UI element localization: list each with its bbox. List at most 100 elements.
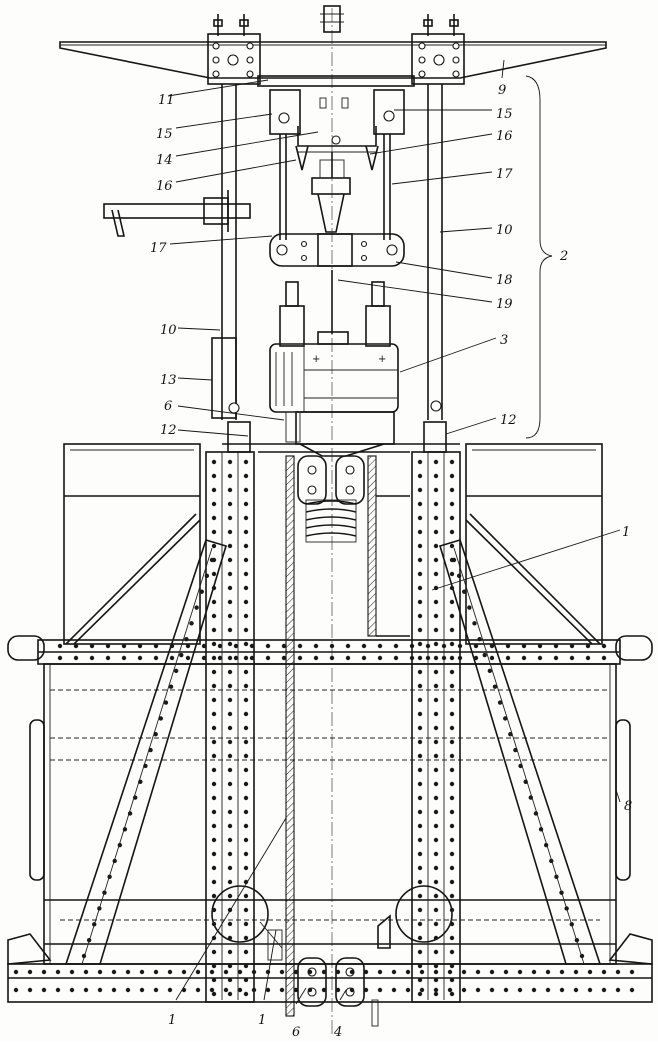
rivet — [211, 669, 217, 675]
rivet — [601, 643, 607, 649]
rivet — [585, 643, 591, 649]
rivet — [433, 557, 439, 563]
rivet — [433, 781, 439, 787]
rivet — [329, 643, 335, 649]
rivet — [211, 655, 217, 661]
rivet — [433, 697, 439, 703]
rivet — [417, 963, 423, 969]
group-bracket — [525, 75, 553, 439]
rivet — [211, 641, 217, 647]
rivet — [243, 641, 249, 647]
rivet — [417, 739, 423, 745]
rivet — [417, 795, 423, 801]
rivet — [211, 809, 217, 815]
rivet — [533, 811, 539, 816]
rivet — [293, 969, 299, 975]
rivet — [69, 987, 75, 993]
rivet — [227, 529, 233, 535]
rivet — [211, 767, 217, 773]
rivet — [449, 683, 455, 689]
rivet — [243, 907, 249, 913]
rivet — [243, 795, 249, 801]
rivet — [451, 557, 457, 563]
rivet — [265, 643, 271, 649]
rivet — [13, 969, 19, 975]
rivet — [227, 669, 233, 675]
rivet — [227, 641, 233, 647]
rivet — [475, 987, 481, 993]
rivet — [243, 767, 249, 773]
rivet — [391, 969, 397, 975]
callout-12-left: 12 — [160, 423, 177, 438]
rivet — [417, 837, 423, 843]
rivet — [117, 842, 123, 848]
rivet — [449, 529, 455, 535]
rivet — [433, 613, 439, 619]
rivet — [433, 893, 439, 899]
rivet — [211, 529, 217, 535]
rivet — [433, 529, 439, 535]
rivet — [211, 977, 217, 983]
rollers — [211, 885, 453, 961]
callout-6-top: 6 — [164, 399, 172, 414]
rivet — [227, 739, 233, 745]
rivet — [433, 987, 439, 993]
rivet — [417, 557, 423, 563]
rivet — [447, 987, 453, 993]
rivet — [227, 893, 233, 899]
rivet — [449, 753, 455, 759]
rivet — [227, 599, 233, 605]
rivet — [138, 779, 143, 784]
rivet — [489, 643, 495, 649]
rivet — [73, 655, 79, 661]
rivet — [419, 969, 425, 975]
rivet — [433, 963, 439, 969]
rivet — [417, 697, 423, 703]
rivet — [417, 459, 423, 465]
rivet — [211, 921, 217, 927]
rivet — [449, 935, 455, 941]
rivet — [243, 781, 249, 787]
rivet — [489, 969, 495, 975]
rivet — [243, 935, 249, 941]
rivet — [227, 795, 233, 801]
rivet — [201, 643, 207, 649]
rivet — [217, 655, 223, 661]
rivet — [521, 655, 527, 661]
rivet — [97, 969, 103, 975]
rivet — [417, 543, 423, 549]
rivet — [433, 969, 439, 975]
rivet — [449, 851, 455, 857]
rivet — [137, 655, 143, 661]
rivet — [148, 747, 153, 753]
rivet — [184, 637, 189, 642]
rivet — [433, 599, 439, 605]
rivet — [243, 571, 249, 577]
rivet — [199, 589, 204, 594]
rivet — [243, 725, 249, 731]
rivet — [492, 684, 498, 689]
rivet — [449, 837, 455, 843]
rivet — [473, 643, 479, 649]
rivet — [361, 643, 367, 649]
callout-labels: 11 9 15 15 14 16 16 17 10 17 18 19 10 3 … — [150, 83, 632, 1040]
rivet — [433, 739, 439, 745]
rivet — [569, 643, 575, 649]
rivet — [449, 473, 455, 479]
rivet — [419, 987, 425, 993]
rivet — [227, 935, 233, 941]
rivet — [601, 987, 607, 993]
rivet — [211, 781, 217, 787]
rivet — [211, 851, 217, 857]
rivet — [107, 874, 112, 879]
beam-plate-bolts — [212, 42, 460, 78]
rivet — [517, 969, 523, 975]
rivet — [433, 879, 439, 885]
rivet — [201, 655, 207, 661]
rivet — [472, 621, 477, 626]
rivet — [102, 890, 107, 895]
rivet — [211, 739, 217, 745]
rivet — [86, 937, 92, 943]
callout-15-left: 15 — [156, 127, 173, 142]
